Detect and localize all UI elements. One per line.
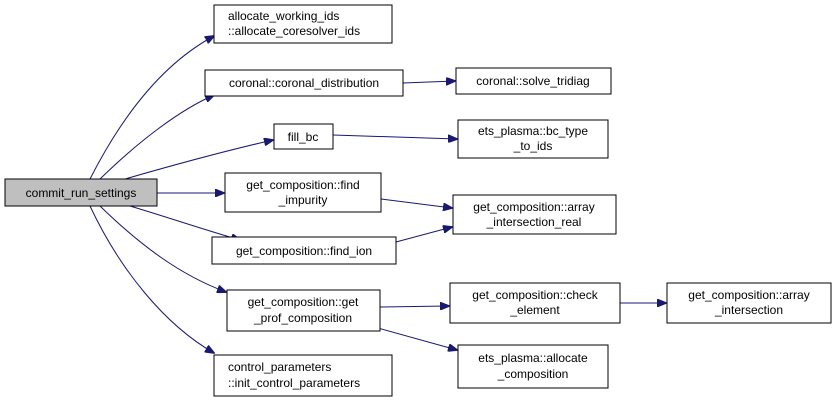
edge-find-ion-array-real	[395, 227, 452, 243]
node-bc-type-to-ids[interactable]: ets_plasma::bc_type _to_ids	[457, 119, 609, 159]
edge-root-find-ion	[129, 205, 240, 240]
node-init-control-parameters[interactable]: control_parameters ::init_control_parame…	[213, 354, 393, 397]
edge-root-allocate	[89, 36, 214, 180]
edges	[89, 36, 666, 353]
edge-fill-bc-bc-type	[332, 134, 457, 139]
node-label-line-2: _element	[509, 303, 560, 317]
node-label-line-1: get_composition::array	[473, 200, 594, 214]
node-label-line-2: ::init_control_parameters	[228, 376, 360, 390]
node-label: commit_run_settings	[26, 186, 137, 200]
node-label-line-2: _impurity	[278, 193, 328, 207]
node-label: fill_bc	[288, 130, 319, 144]
node-allocate-coresolver-ids[interactable]: allocate_working_ids ::allocate_coresolv…	[213, 4, 393, 44]
nodes: commit_run_settings allocate_working_ids…	[4, 4, 832, 397]
node-label-line-1: get_composition::array	[688, 288, 809, 302]
node-label-line-2: _intersection	[714, 303, 783, 317]
edge-find-impurity-array-real	[380, 198, 452, 208]
node-label-line-2: _composition	[497, 367, 569, 381]
node-label-line-2: ::allocate_coresolver_ids	[228, 24, 360, 38]
edge-coronal-solve-tridiag	[402, 81, 455, 83]
node-solve-tridiag[interactable]: coronal::solve_tridiag	[455, 67, 612, 95]
node-array-intersection-real[interactable]: get_composition::array _intersection_rea…	[452, 194, 617, 235]
node-label: coronal::coronal_distribution	[229, 76, 379, 90]
edge-root-get-prof	[99, 205, 226, 292]
node-label-line-1: control_parameters	[228, 360, 331, 374]
node-coronal-distribution[interactable]: coronal::coronal_distribution	[204, 69, 404, 97]
edge-get-prof-allocate-composition	[377, 327, 457, 350]
node-array-intersection[interactable]: get_composition::array _intersection	[666, 282, 832, 324]
node-label-line-2: _intersection_real	[486, 215, 582, 229]
edge-root-coronal-distribution	[99, 95, 214, 180]
node-label: coronal::solve_tridiag	[476, 74, 589, 88]
node-label-line-1: ets_plasma::allocate	[478, 351, 588, 365]
node-label-line-1: get_composition::get	[248, 295, 359, 309]
node-label-line-2: _to_ids	[513, 139, 553, 153]
node-get-prof-composition[interactable]: get_composition::get _prof_composition	[226, 289, 381, 332]
node-find-ion[interactable]: get_composition::find_ion	[211, 236, 397, 265]
node-label: get_composition::find_ion	[236, 244, 372, 258]
node-label-line-2: _prof_composition	[253, 311, 352, 325]
node-fill-bc[interactable]: fill_bc	[273, 123, 334, 150]
node-label-line-1: get_composition::find	[246, 178, 359, 192]
node-label-line-1: ets_plasma::bc_type	[478, 124, 588, 138]
node-commit-run-settings[interactable]: commit_run_settings	[4, 178, 158, 207]
node-label-line-1: get_composition::check	[472, 288, 598, 302]
node-allocate-composition[interactable]: ets_plasma::allocate _composition	[457, 344, 609, 389]
node-check-element[interactable]: get_composition::check _element	[449, 282, 621, 324]
node-find-impurity[interactable]: get_composition::find _impurity	[224, 172, 382, 213]
edge-root-control-params	[89, 205, 214, 353]
edge-root-fill-bc	[124, 140, 273, 180]
edge-get-prof-check-element	[379, 306, 449, 307]
node-label-line-1: allocate_working_ids	[228, 9, 339, 23]
